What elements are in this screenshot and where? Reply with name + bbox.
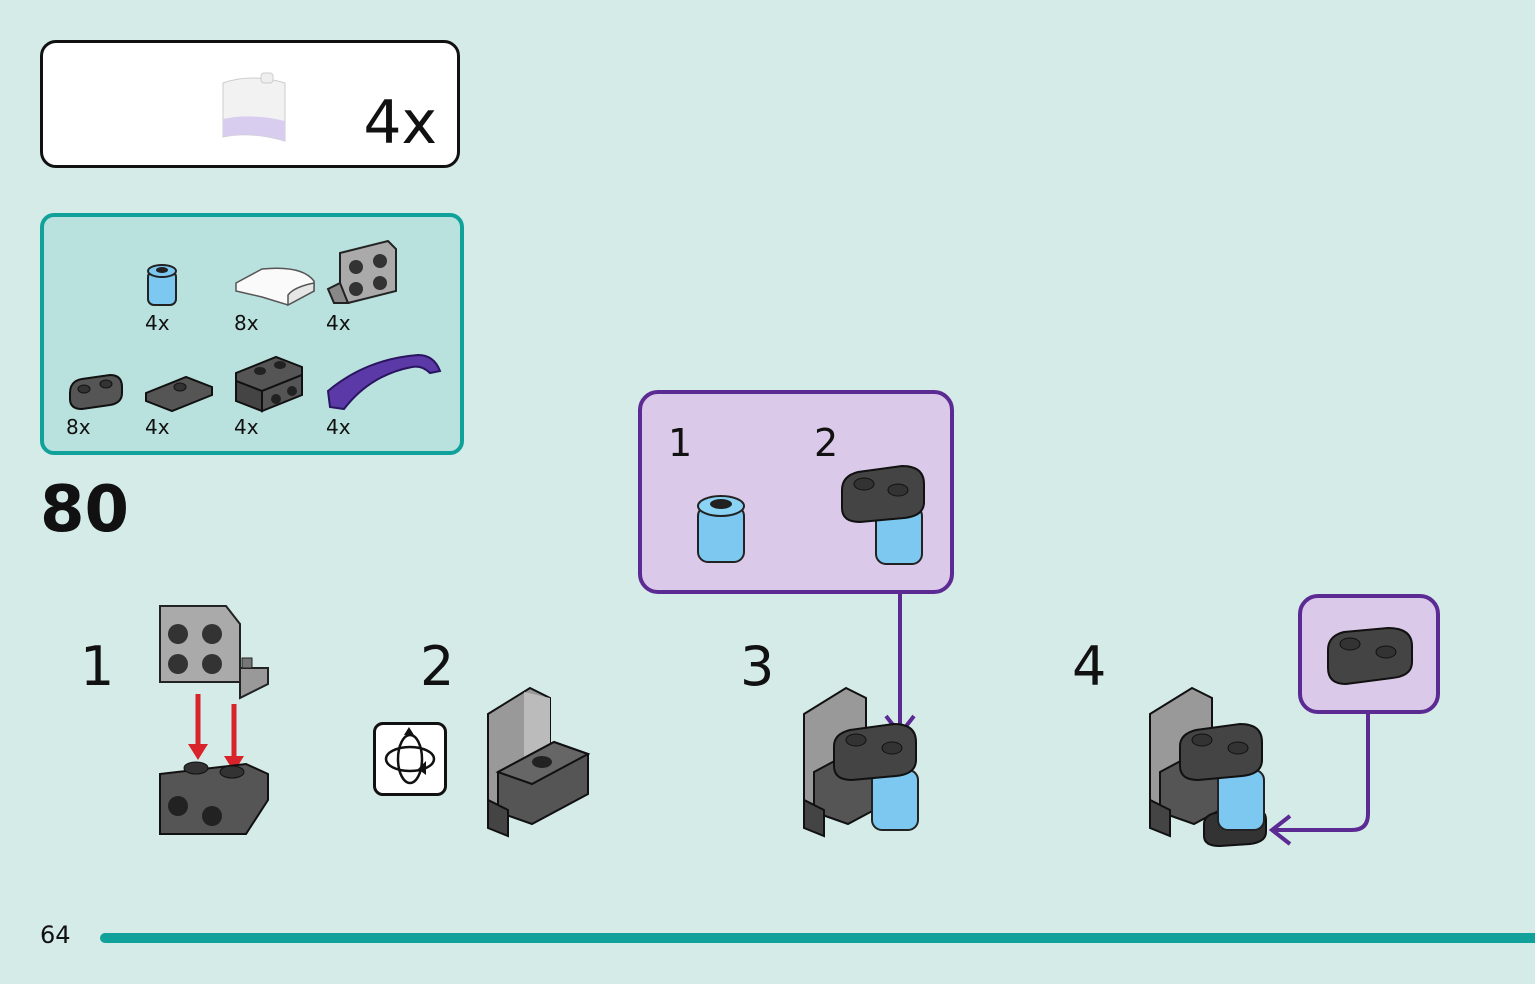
footer-bar	[100, 933, 1535, 943]
dark-grey-jumper-plate-icon	[145, 375, 213, 413]
part-qty: 4x	[326, 415, 351, 439]
part-qty: 4x	[145, 311, 170, 335]
plate-on-round-brick-icon	[841, 464, 925, 565]
sub-step-number: 1	[80, 635, 115, 698]
substep-1-illustration	[159, 605, 269, 835]
part-qty: 8x	[234, 311, 259, 335]
purple-curved-arch-icon	[326, 353, 442, 411]
step-number: 80	[40, 473, 130, 547]
sub-step-number: 3	[740, 635, 775, 698]
substep-3-illustration	[803, 686, 919, 838]
grey-bracket-2x2-icon	[326, 239, 397, 305]
dark-grey-bracket-1x2-icon	[235, 355, 303, 413]
sub-step-number: 2	[420, 635, 455, 698]
light-blue-round-brick-icon	[147, 264, 177, 306]
part-callout	[1298, 594, 1440, 714]
callout-step-number: 1	[668, 421, 693, 465]
subassembly-callout: 1 2	[638, 390, 954, 594]
sub-step-number: 4	[1072, 635, 1107, 698]
page-number: 64	[40, 921, 71, 949]
callout-arrow	[1268, 712, 1370, 846]
substep-2-illustration	[487, 686, 590, 838]
white-curved-slope-icon	[235, 267, 315, 307]
callout-step-number: 2	[814, 421, 839, 465]
part-qty: 8x	[66, 415, 91, 439]
white-curved-brick-icon	[222, 72, 286, 142]
subassembly-box: 4x	[40, 40, 460, 168]
part-qty: 4x	[234, 415, 259, 439]
subassembly-count: 4x	[363, 88, 437, 158]
dark-grey-plate-1x2-rounded-icon	[1327, 626, 1413, 686]
dark-grey-plate-1x2-rounded-icon	[69, 373, 123, 411]
part-qty: 4x	[326, 311, 351, 335]
part-qty: 4x	[145, 415, 170, 439]
substep-4-illustration	[1149, 686, 1267, 848]
light-blue-round-brick-icon	[697, 495, 745, 563]
parts-list-box: 4x 8x 4x 8x 4x 4x 4x	[40, 213, 464, 455]
rotate-model-icon	[373, 722, 447, 796]
